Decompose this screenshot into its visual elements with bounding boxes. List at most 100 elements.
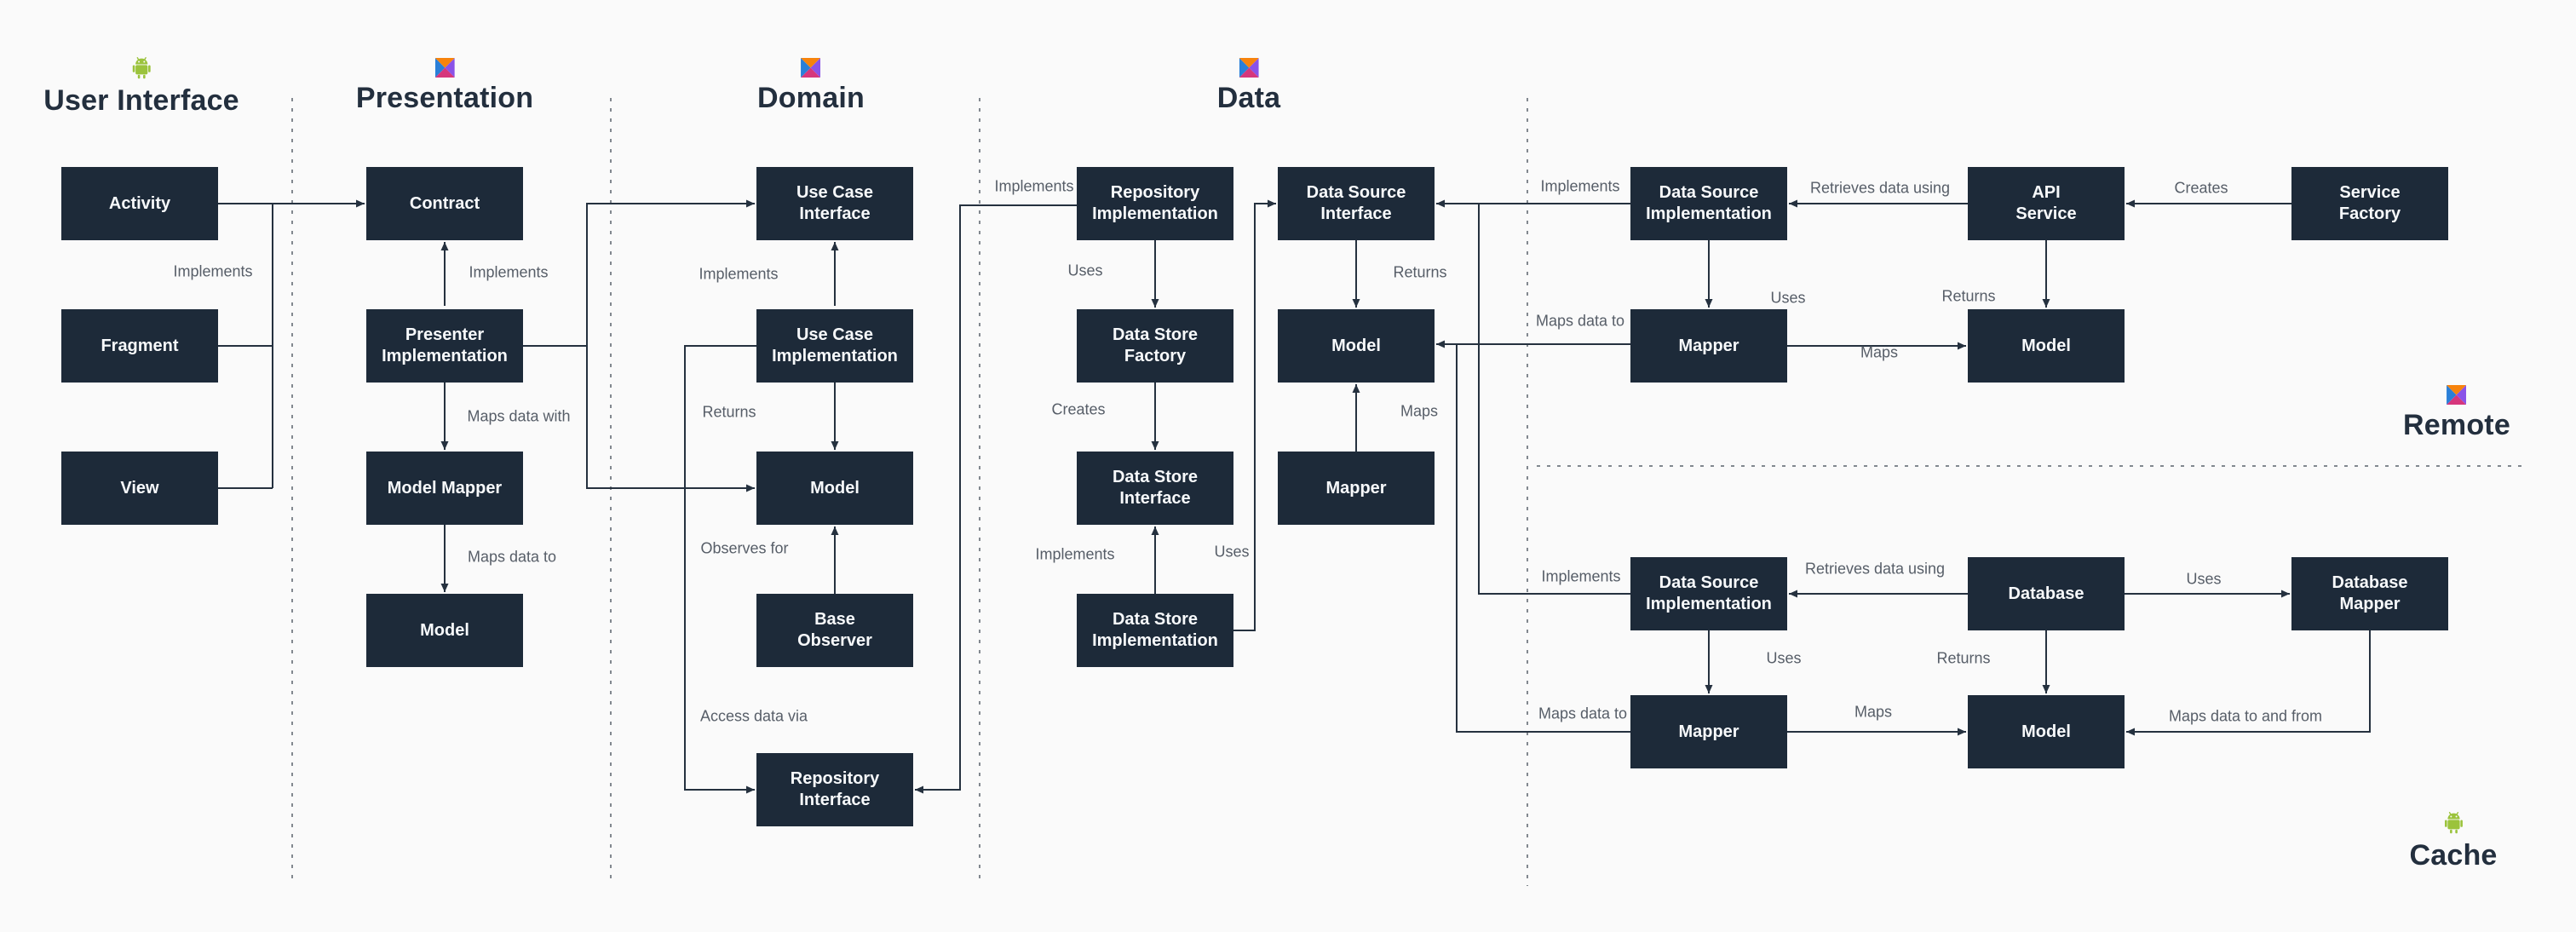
edge-label-ui-implements: Implements <box>173 262 253 280</box>
node-api-service: API Service <box>1968 167 2125 240</box>
section-header-data: Data <box>1217 58 1281 115</box>
node-label: Model <box>420 620 469 640</box>
connector <box>1478 204 1630 595</box>
edge-label-maps-data-with: Maps data with <box>467 407 571 425</box>
kotlin-icon <box>801 58 820 78</box>
node-label: Data Source Implementation <box>1646 183 1772 223</box>
edge-label-observes-for: Observes for <box>700 539 789 557</box>
edge-label-maps-to-and-from: Maps data to and from <box>2168 707 2323 725</box>
node-data-store-factory: Data Store Factory <box>1077 309 1233 383</box>
kotlin-icon <box>1239 58 1259 78</box>
node-view: View <box>61 452 218 525</box>
node-label: Contract <box>409 193 480 213</box>
section-header-presentation: Presentation <box>356 58 533 115</box>
node-database: Database <box>1968 557 2125 630</box>
node-label: Repository Implementation <box>1092 183 1218 223</box>
node-contract: Contract <box>366 167 523 240</box>
connector <box>1456 344 1630 733</box>
connector <box>586 346 755 492</box>
section-header-user-interface: User Interface <box>43 56 239 118</box>
node-label: View <box>120 478 159 498</box>
section-title: Presentation <box>355 82 534 114</box>
edge-label-store-implements: Implements <box>1035 545 1115 563</box>
node-cache-model: Model <box>1968 695 2125 768</box>
connector <box>523 199 755 347</box>
node-label: Data Store Factory <box>1112 325 1199 365</box>
edge-label-remote-returns: Returns <box>1941 287 1996 305</box>
node-data-mapper: Mapper <box>1278 452 1435 525</box>
edge-label-db-uses: Uses <box>2186 570 2222 588</box>
node-label: Data Store Implementation <box>1092 610 1218 650</box>
edge-label-pres-maps-data-to: Maps data to <box>467 548 557 566</box>
node-label: Fragment <box>101 336 179 355</box>
edge-label-remote-uses: Uses <box>1770 289 1806 307</box>
edge-label-cache-implements: Implements <box>1541 567 1621 585</box>
edge-label-remote-implements: Implements <box>1540 177 1620 195</box>
node-remote-model: Model <box>1968 309 2125 383</box>
edge-label-pres-implements: Implements <box>469 263 549 281</box>
kotlin-icon <box>2447 385 2467 405</box>
connector <box>1233 199 1276 631</box>
edge-label-cache-maps-data-to: Maps data to <box>1538 705 1628 722</box>
node-cache-mapper: Mapper <box>1630 695 1787 768</box>
node-cache-data-source-implementation: Data Source Implementation <box>1630 557 1787 630</box>
node-label: Data Store Interface <box>1112 468 1199 508</box>
node-data-store-interface: Data Store Interface <box>1077 452 1233 525</box>
edge-label-cache-uses: Uses <box>1766 649 1802 667</box>
node-label: Mapper <box>1678 336 1739 355</box>
node-label: Use Case Interface <box>796 183 874 223</box>
edge-label-remote-retrieves: Retrieves data using <box>1809 179 1951 197</box>
edge-label-dom-returns: Returns <box>702 403 756 421</box>
edge-label-access-data-via: Access data via <box>699 707 808 725</box>
node-label: Model Mapper <box>387 478 503 498</box>
node-remote-mapper: Mapper <box>1630 309 1787 383</box>
edge-label-cache-returns: Returns <box>1936 649 1991 667</box>
edge-label-data-maps: Maps <box>1400 402 1439 420</box>
node-label: Model <box>810 478 860 498</box>
connector <box>915 204 1077 794</box>
node-label: Repository Interface <box>790 769 880 809</box>
node-label: Mapper <box>1678 722 1739 741</box>
section-title: Data <box>1216 82 1281 114</box>
edge-label-factory-creates: Creates <box>1051 400 1106 418</box>
kotlin-icon <box>435 58 455 78</box>
node-service-factory: Service Factory <box>2291 167 2448 240</box>
edge-label-factory-uses: Uses <box>1067 262 1103 279</box>
node-label: Data Source Interface <box>1306 183 1406 223</box>
section-title: Domain <box>757 82 865 114</box>
section-header-remote: Remote <box>2403 385 2510 442</box>
edge-label-dsi-returns: Returns <box>1393 263 1447 281</box>
node-domain-model: Model <box>756 452 913 525</box>
section-header-cache: Cache <box>2409 811 2497 872</box>
node-label: Model <box>2021 336 2071 355</box>
node-data-source-interface: Data Source Interface <box>1278 167 1435 240</box>
edge-label-repo-implements: Implements <box>994 177 1074 195</box>
node-label: Base Observer <box>797 610 872 650</box>
node-label: Activity <box>108 193 171 213</box>
section-header-domain: Domain <box>757 58 865 115</box>
connector <box>684 345 756 794</box>
node-label: Model <box>2021 722 2071 741</box>
node-repository-implementation: Repository Implementation <box>1077 167 1233 240</box>
node-activity: Activity <box>61 167 218 240</box>
node-presenter-implementation: Presenter Implementation <box>366 309 523 383</box>
edge-label-cache-retrieves: Retrieves data using <box>1804 560 1946 578</box>
node-label: Mapper <box>1325 478 1387 498</box>
node-label: Presenter Implementation <box>382 325 508 365</box>
node-remote-data-source-implementation: Data Source Implementation <box>1630 167 1787 240</box>
node-data-store-implementation: Data Store Implementation <box>1077 594 1233 667</box>
node-label: Model <box>1331 336 1381 355</box>
edge-label-remote-creates: Creates <box>2174 179 2228 197</box>
edge-label-store-uses: Uses <box>1214 543 1250 561</box>
node-base-observer: Base Observer <box>756 594 913 667</box>
edge-label-dom-implements: Implements <box>699 265 779 283</box>
node-label: Use Case Implementation <box>772 325 898 365</box>
section-title: User Interface <box>43 84 239 117</box>
node-label: Data Source Implementation <box>1646 573 1772 613</box>
android-icon <box>130 56 152 80</box>
node-data-model: Model <box>1278 309 1435 383</box>
node-database-mapper: Database Mapper <box>2291 557 2448 630</box>
connector <box>2126 630 2371 736</box>
